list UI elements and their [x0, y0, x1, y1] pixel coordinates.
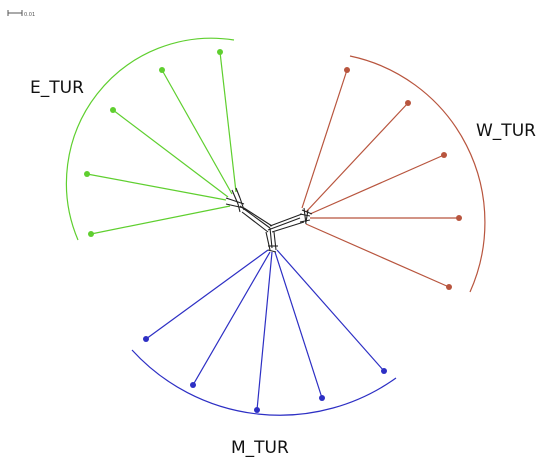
branches-middle [145, 249, 385, 411]
leaf-node [159, 67, 165, 73]
arc-west [349, 55, 486, 293]
leaf-node [84, 171, 90, 177]
leaf-node [446, 284, 452, 290]
leaf-node [143, 336, 149, 342]
group-label-middle: M_TUR [231, 438, 289, 458]
branches-west [301, 69, 459, 288]
nodes-west [344, 67, 462, 290]
leaf-node [110, 107, 116, 113]
scale-bar: 0.01 [7, 10, 35, 18]
scale-bar-label: 0.01 [24, 12, 35, 18]
arc-middle [131, 349, 397, 416]
leaf-node [319, 395, 325, 401]
branches-east [86, 51, 237, 235]
nodes-east [84, 49, 223, 237]
leaf-node [381, 368, 387, 374]
group-label-west: W_TUR [476, 121, 536, 141]
arc-east [65, 37, 235, 241]
leaf-node [441, 152, 447, 158]
leaf-node [344, 67, 350, 73]
center-network [225, 187, 313, 253]
group-label-east: E_TUR [30, 78, 84, 98]
leaf-node [190, 382, 196, 388]
nodes-middle [143, 336, 387, 413]
leaf-node [405, 100, 411, 106]
leaf-node [456, 215, 462, 221]
leaf-node [88, 231, 94, 237]
leaf-node [254, 407, 260, 413]
leaf-node [217, 49, 223, 55]
